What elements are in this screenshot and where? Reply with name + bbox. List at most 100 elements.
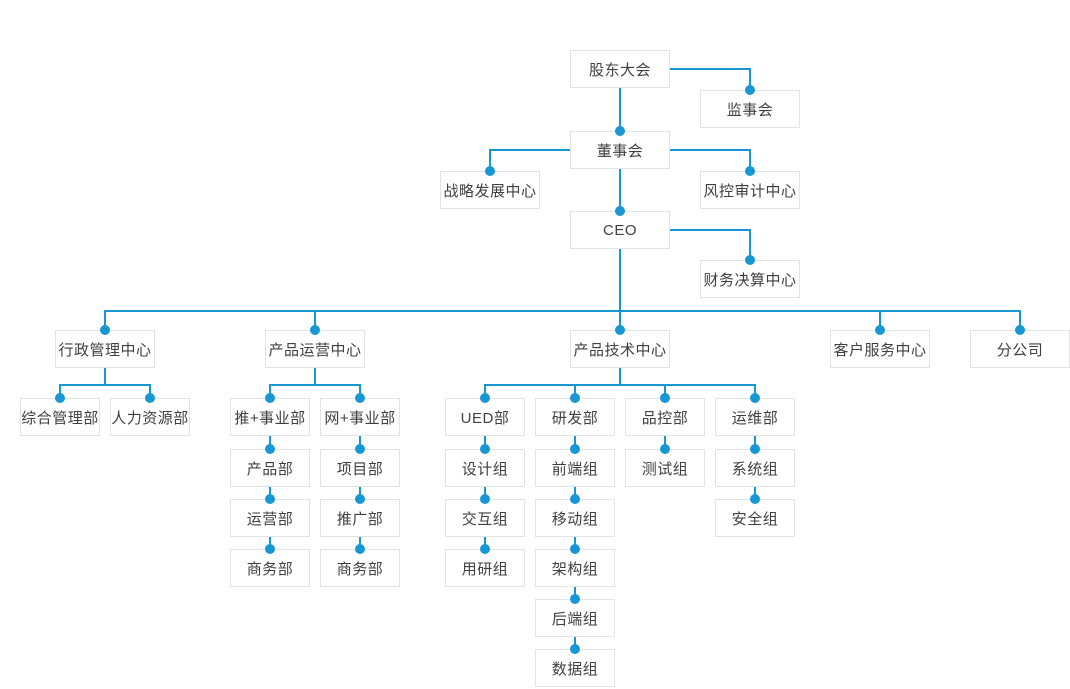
- connector-dot: [570, 544, 580, 554]
- org-node-label: 股东大会: [588, 61, 651, 79]
- connector-line: [489, 149, 491, 172]
- connector-line: [104, 310, 1021, 312]
- connector-dot: [55, 393, 65, 403]
- connector-dot: [265, 494, 275, 504]
- org-node-label: 运维部: [731, 409, 779, 427]
- org-node-label: 分公司: [996, 341, 1044, 359]
- org-node-label: 品控部: [641, 409, 689, 427]
- connector-dot: [660, 444, 670, 454]
- connector-dot: [570, 444, 580, 454]
- connector-dot: [265, 393, 275, 403]
- org-node-user-research-group: 用研组: [445, 549, 525, 587]
- org-node-ops-maintenance-dept: 运维部: [715, 398, 795, 436]
- connector-line: [754, 487, 756, 499]
- connector-line: [1019, 311, 1021, 331]
- connector-dot: [1015, 325, 1025, 335]
- connector-line: [314, 368, 316, 385]
- connector-dot: [485, 166, 495, 176]
- org-node-label: 研发部: [551, 409, 599, 427]
- connector-dot: [355, 444, 365, 454]
- org-node-label: 财务决算中心: [703, 271, 797, 289]
- org-node-product-dept: 产品部: [230, 449, 310, 487]
- org-node-business-dept-left: 商务部: [230, 549, 310, 587]
- connector-line: [484, 487, 486, 499]
- connector-line: [619, 88, 621, 132]
- org-node-label: 风控审计中心: [703, 182, 797, 200]
- org-node-label: 产品部: [246, 460, 294, 478]
- connector-line: [749, 149, 751, 172]
- connector-line: [314, 311, 316, 331]
- connector-dot: [750, 393, 760, 403]
- connector-dot: [480, 393, 490, 403]
- connector-line: [269, 384, 361, 386]
- org-node-board-of-directors: 董事会: [570, 131, 670, 169]
- org-node-label: 推+事业部: [234, 409, 306, 427]
- connector-line: [670, 229, 750, 231]
- org-node-promotion-dept: 推广部: [320, 499, 400, 537]
- connector-dot: [745, 85, 755, 95]
- org-node-label: 商务部: [336, 560, 384, 578]
- org-node-risk-audit-center: 风控审计中心: [700, 171, 800, 209]
- connector-dot: [570, 393, 580, 403]
- connector-dot: [355, 393, 365, 403]
- connector-line: [59, 384, 151, 386]
- connector-dot: [570, 644, 580, 654]
- connector-dot: [480, 544, 490, 554]
- connector-line: [749, 229, 751, 261]
- org-node-ceo: CEO: [570, 211, 670, 249]
- org-node-label: 用研组: [461, 560, 509, 578]
- org-node-security-group: 安全组: [715, 499, 795, 537]
- connector-line: [104, 368, 106, 385]
- org-node-interaction-group: 交互组: [445, 499, 525, 537]
- connector-line: [574, 637, 576, 649]
- connector-line: [269, 436, 271, 449]
- org-node-ued-dept: UED部: [445, 398, 525, 436]
- org-node-hr-dept: 人力资源部: [110, 398, 190, 436]
- org-node-customer-service-center: 客户服务中心: [830, 330, 930, 368]
- connector-line: [619, 311, 621, 331]
- org-node-mobile-group: 移动组: [535, 499, 615, 537]
- connector-dot: [265, 544, 275, 554]
- org-node-label: 安全组: [731, 510, 779, 528]
- org-node-label: 运营部: [246, 510, 294, 528]
- org-node-label: 网+事业部: [324, 409, 396, 427]
- org-node-label: 董事会: [596, 142, 644, 160]
- connector-line: [359, 385, 361, 399]
- connector-dot: [100, 325, 110, 335]
- org-node-qc-dept: 品控部: [625, 398, 705, 436]
- connector-line: [359, 487, 361, 499]
- connector-line: [664, 436, 666, 449]
- connector-dot: [750, 494, 760, 504]
- org-node-label: 后端组: [551, 610, 599, 628]
- connector-line: [754, 385, 756, 399]
- connector-line: [359, 436, 361, 449]
- connector-dot: [480, 444, 490, 454]
- connector-line: [664, 385, 666, 399]
- org-node-label: 前端组: [551, 460, 599, 478]
- org-node-label: 客户服务中心: [833, 341, 927, 359]
- org-node-operations-dept: 运营部: [230, 499, 310, 537]
- connector-line: [879, 311, 881, 331]
- org-node-label: 项目部: [336, 460, 384, 478]
- org-node-data-group: 数据组: [535, 649, 615, 687]
- connector-dot: [745, 255, 755, 265]
- org-node-label: CEO: [602, 221, 637, 239]
- org-node-branch-company: 分公司: [970, 330, 1070, 368]
- org-node-label: 监事会: [726, 101, 774, 119]
- connector-dot: [745, 166, 755, 176]
- org-node-label: UED部: [460, 409, 510, 427]
- org-node-frontend-group: 前端组: [535, 449, 615, 487]
- connector-line: [269, 537, 271, 549]
- connector-line: [574, 537, 576, 549]
- org-node-label: 数据组: [551, 660, 599, 678]
- org-node-design-group: 设计组: [445, 449, 525, 487]
- org-node-label: 测试组: [641, 460, 689, 478]
- org-node-label: 产品运营中心: [268, 341, 362, 359]
- org-node-product-technology-center: 产品技术中心: [570, 330, 670, 368]
- org-node-label: 人力资源部: [111, 409, 189, 427]
- org-node-project-dept: 项目部: [320, 449, 400, 487]
- org-node-label: 产品技术中心: [573, 341, 667, 359]
- connector-dot: [615, 206, 625, 216]
- connector-line: [574, 436, 576, 449]
- connector-line: [670, 68, 750, 70]
